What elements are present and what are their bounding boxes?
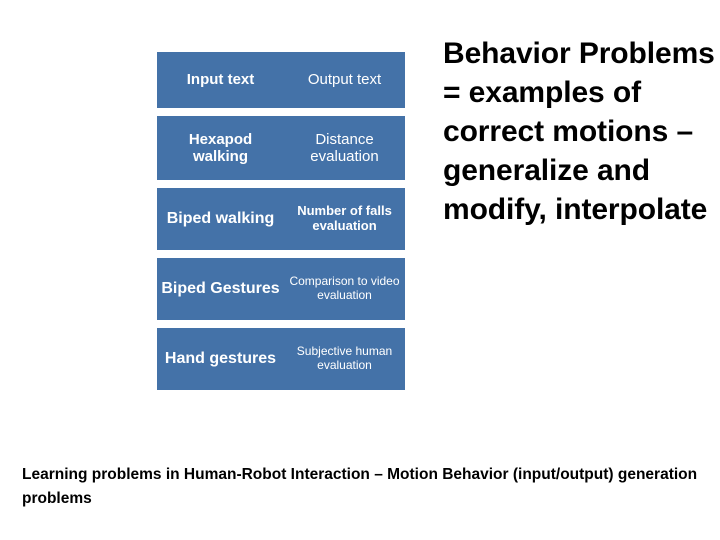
table-row: Biped walking Number of falls evaluation [157,188,405,250]
table-cell-output: Distance evaluation [284,116,405,180]
table-cell-input: Biped Gestures [157,258,284,320]
table-cell-input: Hexapod walking [157,116,284,180]
input-output-table: Input text Output text Hexapod walking D… [157,52,405,398]
table-cell-input: Input text [157,52,284,108]
table-cell-output: Comparison to video evaluation [284,258,405,320]
table-row: Hand gestures Subjective human evaluatio… [157,328,405,390]
table-row: Input text Output text [157,52,405,108]
table-row: Hexapod walking Distance evaluation [157,116,405,180]
behavior-problems-text: Behavior Problems = examples of correct … [443,37,715,226]
table-row: Biped Gestures Comparison to video evalu… [157,258,405,320]
table-cell-output: Output text [284,52,405,108]
table-cell-output: Subjective human evaluation [284,328,405,390]
table-cell-input: Hand gestures [157,328,284,390]
table-cell-input: Biped walking [157,188,284,250]
table-cell-output: Number of falls evaluation [284,188,405,250]
slide-caption: Learning problems in Human-Robot Interac… [22,466,698,508]
